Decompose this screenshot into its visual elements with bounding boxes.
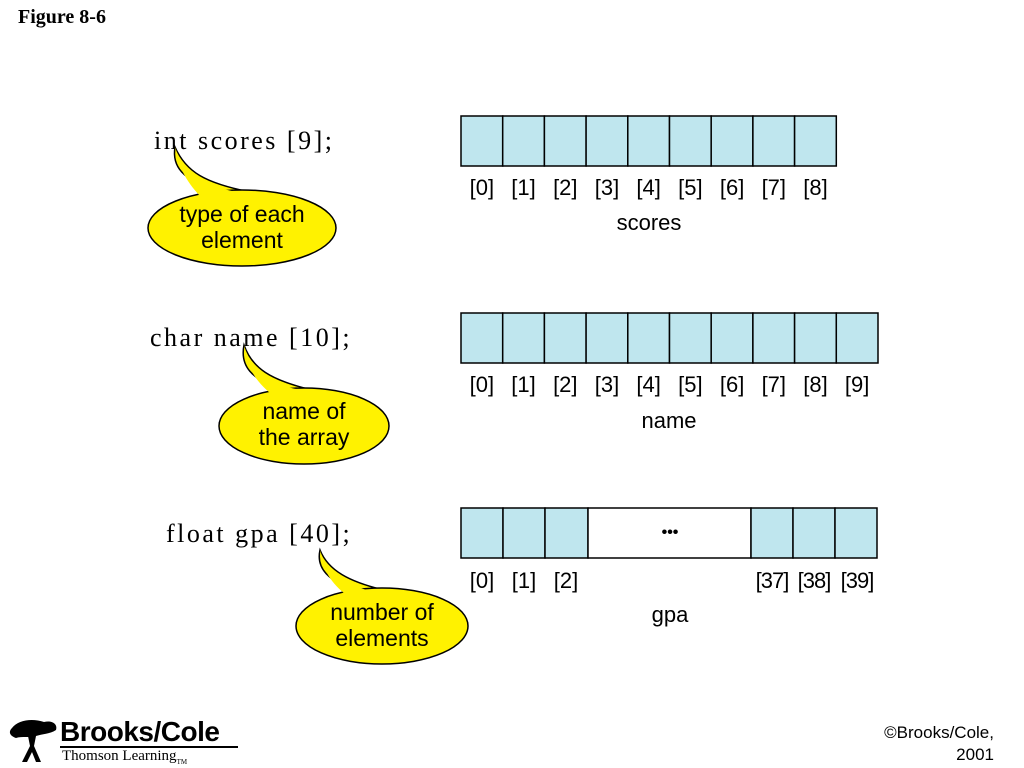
index-label: [5] [678,175,702,200]
callout-type-of-element: type of each element [147,144,337,267]
index-label: [4] [636,372,660,397]
index-label: [8] [803,372,827,397]
index-label: [0] [470,175,494,200]
callout-text-line-2: elements [335,625,428,651]
callout-text-line-2: the array [259,424,350,450]
array-cell [543,312,587,364]
index-label: [2] [553,175,577,200]
index-label: [2] [553,372,577,397]
array-cell [752,115,796,167]
array-cell [543,115,587,167]
declaration-scores: int scores [9]; [154,126,335,155]
array-label-gpa: gpa [652,602,689,627]
array-cell [835,312,879,364]
logo-subtitle-text: Thomson Learning [62,748,177,764]
index-label: [1] [511,372,535,397]
array-cell [501,115,546,167]
index-label: [1] [511,175,535,200]
array-cell [668,115,712,167]
array-gpa: ••• [0] [1] [2] [37] [38] [39] [460,507,878,593]
array-cell [544,507,589,559]
index-label: [0] [470,568,494,593]
callout-text-line-2: element [201,227,283,253]
index-label: [7] [762,372,786,397]
declaration-name: char name [10]; [150,323,353,352]
array-cell [793,115,838,167]
index-label: [7] [762,175,786,200]
copyright-line-1: ©Brooks/Cole, [884,723,994,742]
index-label: [2] [554,568,578,593]
array-cell [710,115,754,167]
index-label: [8] [803,175,827,200]
logo-divider [60,746,238,748]
copyright: ©Brooks/Cole, 2001 [794,722,994,766]
array-scores: [0] [1] [2] [3] [4] [5] [6] [7] [8] [460,115,838,200]
array-cell [834,507,878,559]
index-label: [0] [470,372,494,397]
array-label-name: name [641,408,696,433]
array-cell [710,312,754,364]
index-label: [6] [720,175,744,200]
tree-icon [9,720,57,762]
array-cell [793,312,838,364]
callout-text-line-1: number of [330,599,434,625]
array-cell [460,507,504,559]
callout-text-line-1: type of each [179,201,304,227]
array-cell [502,507,546,559]
index-label: [4] [636,175,660,200]
trademark-mark: TM [176,758,188,766]
array-cell [501,312,546,364]
array-cell [460,115,504,167]
callout-text-line-1: name of [262,398,346,424]
logo-name: Brooks/Cole [60,716,220,747]
index-label: [3] [595,372,619,397]
logo-subtitle: Thomson LearningTM [62,748,187,766]
array-name: [0] [1] [2] [3] [4] [5] [6] [7] [8] [9] [460,312,879,397]
array-cell [750,507,794,559]
ellipsis: ••• [662,524,679,541]
array-label-scores: scores [617,210,682,235]
array-cell [668,312,712,364]
callout-number-of-elements: number of elements [295,547,469,665]
array-cell [627,312,671,364]
array-cell [585,312,629,364]
index-label: [6] [720,372,744,397]
array-cell [460,312,504,364]
array-cell [792,507,836,559]
index-label: [9] [845,372,869,397]
callout-name-of-array: name of the array [218,342,390,465]
array-cell [585,115,629,167]
declaration-gpa: float gpa [40]; [166,519,353,548]
index-label: [1] [512,568,536,593]
array-cell [752,312,796,364]
figure-title: Figure 8-6 [18,6,106,28]
index-label: [5] [678,372,702,397]
copyright-line-2: 2001 [956,745,994,764]
index-label: [37] [756,568,789,593]
array-cell [627,115,671,167]
index-label: [38] [798,568,831,593]
index-label: [39] [841,568,874,593]
index-label: [3] [595,175,619,200]
